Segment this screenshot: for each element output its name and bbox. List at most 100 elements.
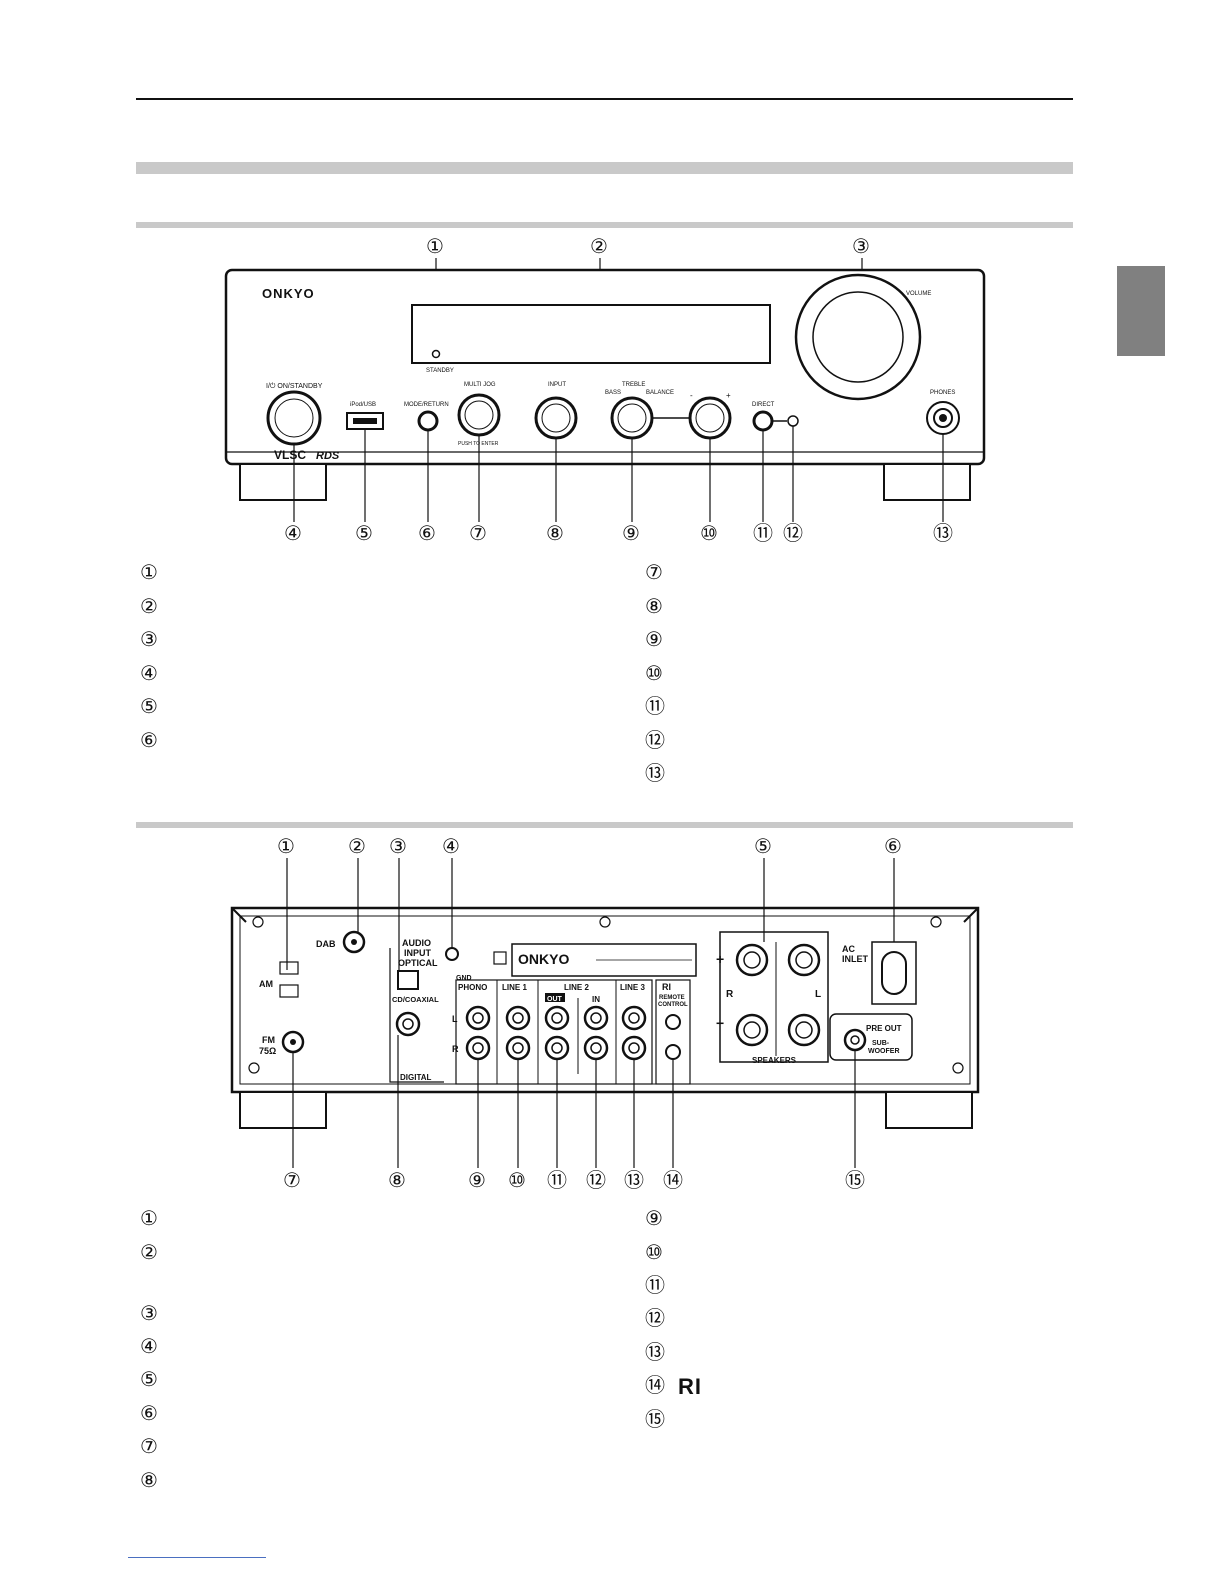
rear-callout-1: ① [277, 834, 295, 858]
ri-symbol: RI [678, 1374, 702, 1399]
rear-brand: ONKYO [518, 951, 569, 967]
speaker-minus-label: − [716, 1015, 724, 1031]
speakers-panel [719, 931, 829, 1063]
rear-callout-8: ⑧ [388, 1168, 406, 1192]
front-callout-10: ⑩ [700, 521, 718, 545]
front-callout-13: ⑬ [933, 521, 953, 545]
rear-legend-2: ② [140, 1240, 158, 1264]
on-standby-label: I/⏻ ON/STANDBY [266, 382, 323, 390]
fm-ohm-label: 75Ω [259, 1046, 276, 1056]
rear-legend-5: ⑤ [140, 1367, 158, 1391]
line3-label: LINE 3 [620, 983, 645, 992]
front-brand: ONKYO [262, 286, 315, 301]
volume-label: VOLUME [906, 291, 931, 297]
front-legend-12: ⑫ [645, 728, 665, 752]
direct-button [752, 410, 774, 432]
front-callout-11: ⑪ [753, 521, 773, 545]
front-callout-9: ⑨ [622, 521, 640, 545]
coaxial-jack [395, 1011, 421, 1037]
direct-indicator [787, 415, 799, 427]
rear-callout-7: ⑦ [283, 1168, 301, 1192]
rear-callout-2: ② [348, 834, 366, 858]
input-label: INPUT [404, 948, 432, 958]
am-label: AM [259, 979, 273, 989]
front-callout-1: ① [426, 234, 444, 258]
front-callout-6: ⑥ [418, 521, 436, 545]
direct-label: DIRECT [752, 402, 775, 408]
front-panel-bar [136, 222, 1073, 228]
optical-port [397, 970, 419, 990]
phono-label: PHONO [458, 983, 487, 992]
rear-callout-11: ⑪ [547, 1168, 567, 1192]
section-bar [136, 162, 1073, 174]
push-enter-label: PUSH TO ENTER [458, 441, 499, 447]
pre-out-label: PRE OUT [866, 1024, 902, 1033]
front-legend-11: ⑪ [645, 694, 665, 718]
rear-legend-10: ⑩ [645, 1240, 663, 1264]
rear-callout-4: ④ [442, 834, 460, 858]
rear-legend-6: ⑥ [140, 1401, 158, 1425]
sub-label: SUB- [872, 1040, 890, 1047]
front-foot-left [239, 463, 327, 501]
rear-legend-1: ① [140, 1206, 158, 1230]
front-panel-diagram: ① ② ③ ONKYO STANDBY VOLUME I/⏻ ON/STANDB… [224, 234, 986, 545]
remote-jack-1 [665, 1014, 681, 1030]
gnd-terminal [445, 947, 459, 961]
front-display [411, 304, 771, 364]
audio-label: AUDIO [402, 938, 431, 948]
line1-label: LINE 1 [502, 983, 527, 992]
subwoofer-jack [843, 1028, 867, 1052]
rear-legend-11: ⑪ [645, 1273, 665, 1297]
front-legend-10: ⑩ [645, 661, 663, 685]
front-legend-1: ① [140, 560, 158, 584]
rear-callout-15: ⑮ [845, 1168, 865, 1192]
digital-label: DIGITAL [400, 1073, 432, 1082]
front-legend-5: ⑤ [140, 694, 158, 718]
optical-label: OPTICAL [398, 958, 438, 968]
rear-callout-3: ③ [389, 834, 407, 858]
dab-label: DAB [316, 939, 336, 949]
front-legend-8: ⑧ [645, 594, 663, 618]
multi-jog-label: MULTI JOG [464, 382, 496, 388]
inlet-label: INLET [842, 954, 869, 964]
front-callout-12: ⑫ [783, 521, 803, 545]
rds-logo: RDS [316, 450, 340, 462]
rear-legend-8: ⑧ [140, 1468, 158, 1492]
front-legend-3: ③ [140, 627, 158, 651]
cd-coaxial-label: CD/COAXIAL [392, 995, 439, 1004]
rear-legend-15: ⑮ [645, 1407, 665, 1431]
rear-callout-10: ⑩ [508, 1168, 526, 1192]
phones-label: PHONES [930, 390, 955, 396]
section-tab [1117, 266, 1165, 356]
rear-foot-right [885, 1091, 973, 1129]
remote-jack-2 [665, 1044, 681, 1060]
front-callout-8: ⑧ [546, 521, 564, 545]
speakers-label: SPEAKERS [752, 1056, 797, 1065]
footer-link-underline [128, 1557, 266, 1558]
rear-callout-14: ⑭ [663, 1168, 683, 1192]
front-legend-6: ⑥ [140, 728, 158, 752]
rear-legend-9: ⑨ [645, 1206, 663, 1230]
rear-callout-5: ⑤ [754, 834, 772, 858]
out-label: OUT [547, 996, 563, 1003]
rear-foot-left [239, 1091, 327, 1129]
channel-l-label: L [452, 1014, 458, 1024]
front-callout-4: ④ [284, 521, 302, 545]
speaker-plus-label: + [716, 951, 724, 967]
rear-panel-bar [136, 822, 1073, 828]
standby-indicator [431, 349, 441, 359]
standby-label: STANDBY [426, 368, 454, 374]
rear-legend-7: ⑦ [140, 1434, 158, 1458]
rear-legend-12: ⑫ [645, 1306, 665, 1330]
woofer-label: WOOFER [868, 1048, 900, 1055]
front-callout-5: ⑤ [355, 521, 373, 545]
mode-return-label: MODE/RETURN [404, 402, 449, 408]
speaker-r-label: R [726, 989, 734, 1000]
front-callout-7: ⑦ [469, 521, 487, 545]
fm-label: FM [262, 1035, 275, 1045]
gnd-label: GND [456, 975, 472, 982]
line2-label: LINE 2 [564, 983, 589, 992]
rear-callout-13: ⑬ [624, 1168, 644, 1192]
front-legend-7: ⑦ [645, 560, 663, 584]
rear-legend-13: ⑬ [645, 1340, 665, 1364]
